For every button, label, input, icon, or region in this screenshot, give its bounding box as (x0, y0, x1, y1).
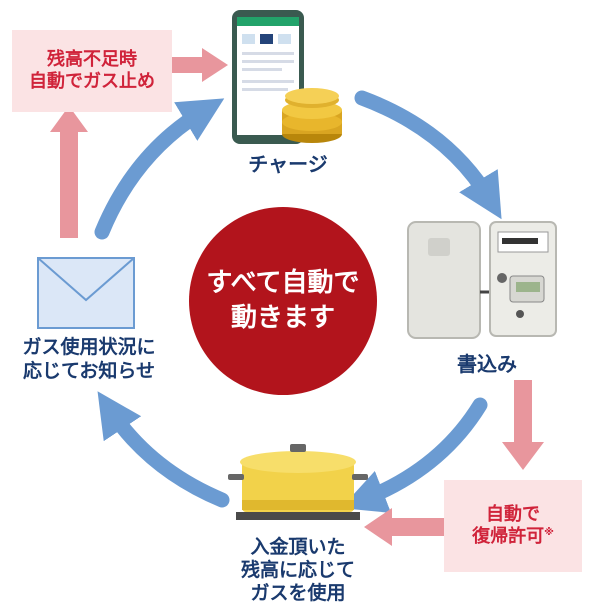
notify-line2: 応じてお知らせ (22, 359, 156, 382)
auto-gas-stop-box: 残高不足時 自動でガス止め (12, 30, 172, 112)
arrow-charge-to-write (354, 90, 502, 220)
use-label: 入金頂いた 残高に応じて ガスを使用 (218, 536, 378, 606)
auto-restore-line1: 自動で (486, 503, 540, 525)
pot-on-stove-icon (228, 444, 368, 520)
note-mark: ※ (544, 527, 554, 538)
notify-label: ガス使用状況に 応じてお知らせ (4, 336, 174, 384)
red-arrow-up (50, 106, 88, 238)
auto-restore-line2-wrap: 復帰許可※ (472, 526, 554, 549)
smartphone-with-coins-icon (232, 10, 342, 144)
charge-label: チャージ (248, 152, 328, 176)
auto-gas-stop-line2: 自動でガス止め (29, 71, 155, 92)
gas-meter-icon (407, 221, 557, 339)
red-arrow-down (502, 380, 544, 470)
auto-restore-box: 自動で 復帰許可※ (444, 480, 582, 572)
write-label: 書込み (457, 352, 517, 376)
auto-restore-line2: 復帰許可 (472, 526, 545, 547)
use-line2: 残高に応じて (240, 559, 355, 582)
envelope-icon (37, 257, 135, 329)
center-line1: すべて自動で (206, 267, 360, 298)
use-line3: ガスを使用 (250, 582, 346, 605)
auto-gas-stop-line1: 残高不足時 (47, 48, 137, 70)
center-line2: 動きます (230, 303, 335, 333)
center-circle: すべて自動で 動きます (189, 207, 377, 395)
use-line1: 入金頂いた (250, 536, 346, 558)
arrow-write-to-use (341, 397, 488, 513)
arrow-use-to-notify (97, 391, 230, 508)
red-arrow-right (172, 48, 228, 82)
arrow-notify-to-charge (94, 98, 225, 240)
notify-line1: ガス使用状況に (22, 336, 156, 358)
red-arrow-left (364, 508, 446, 546)
